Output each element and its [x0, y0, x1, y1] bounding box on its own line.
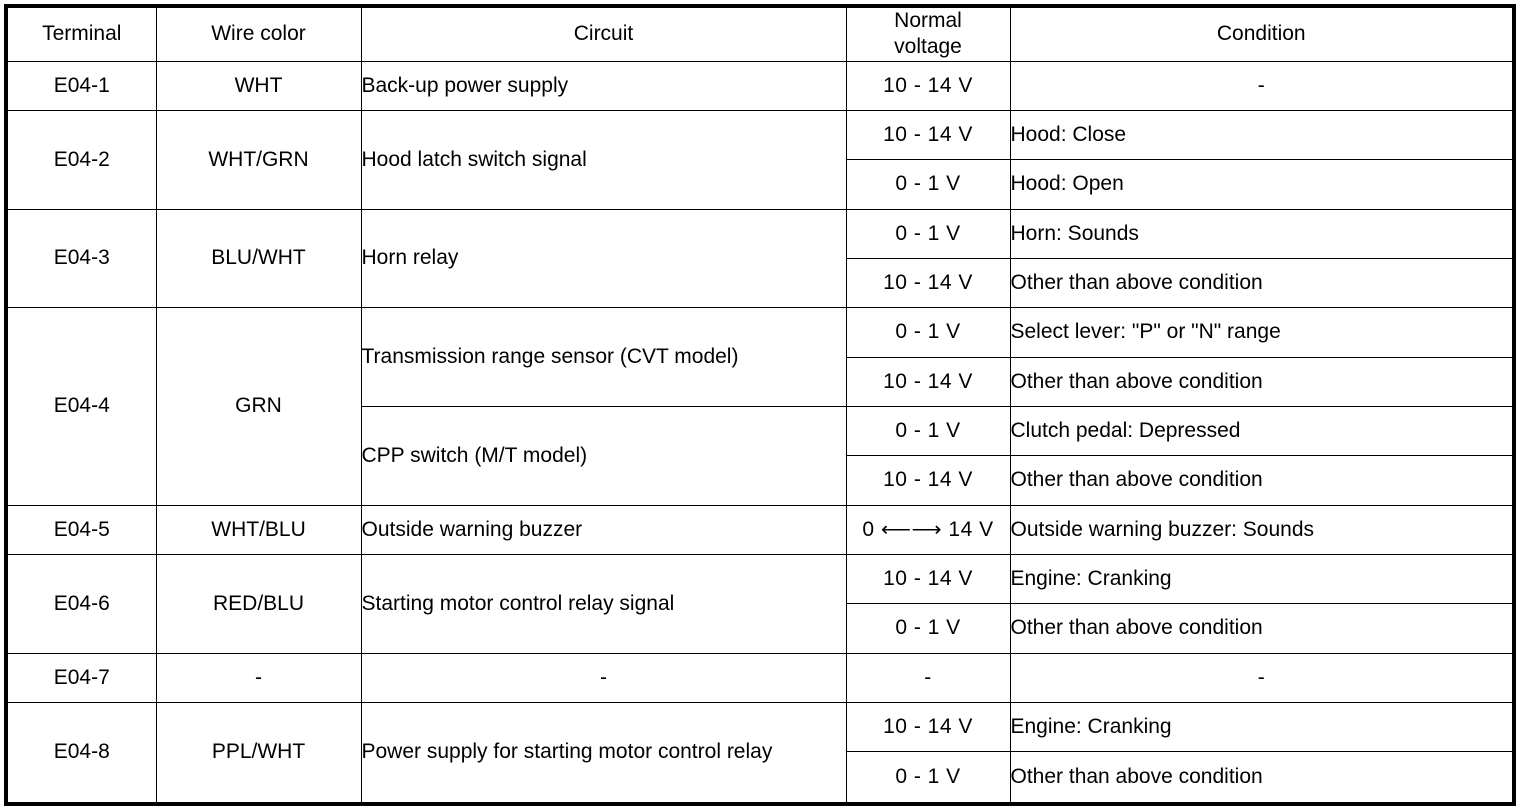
cell-condition: Hood: Close — [1009, 109, 1515, 161]
cell-wire-color: BLU/WHT — [155, 208, 362, 309]
voltage-value: 0 - 1 V — [895, 418, 961, 442]
cell-wire-color: WHT — [155, 60, 362, 111]
cell-condition: Select lever: "P" or "N" range — [1009, 307, 1515, 358]
cell-normal-voltage: 0 - 1 V — [845, 159, 1011, 210]
cell-wire-color: GRN — [155, 307, 362, 506]
cell-wire-color: WHT/BLU — [155, 504, 362, 555]
voltage-value: 10 - 14 V — [883, 369, 973, 393]
voltage-value: 10 - 14 V — [883, 270, 973, 294]
voltage-value: 10 - 14 V — [883, 566, 973, 590]
normal-voltage-line-1: Normal — [894, 9, 962, 32]
column-header-condition: Condition — [1009, 5, 1515, 62]
cell-wire-color: WHT/GRN — [155, 109, 362, 210]
cell-circuit: Starting motor control relay signal — [360, 553, 847, 654]
column-header-wire-color: Wire color — [155, 5, 362, 62]
voltage-value: 0 - 1 V — [895, 221, 961, 245]
cell-circuit: Back-up power supply — [360, 60, 847, 111]
cell-normal-voltage: 0 - 1 V — [845, 307, 1011, 358]
cell-condition: Other than above condition — [1009, 455, 1515, 506]
terminal-voltage-table: Terminal Wire color Circuit Normal volta… — [4, 4, 1516, 806]
cell-circuit: Hood latch switch signal — [360, 109, 847, 210]
voltage-value: 0 - 1 V — [895, 172, 961, 196]
table-row: 10 - 14 V Other than above condition — [6, 257, 1515, 309]
cell-normal-voltage: 0 - 1 V — [845, 751, 1011, 805]
cell-terminal: E04-5 — [5, 504, 157, 555]
cell-wire-color: - — [155, 652, 362, 703]
cell-normal-voltage: - — [845, 652, 1011, 703]
table-header: Terminal Wire color Circuit Normal volta… — [5, 5, 1515, 62]
voltage-value: 10 - 14 V — [883, 715, 973, 739]
column-header-terminal: Terminal — [5, 5, 157, 62]
table-row: CPP switch (M/T model) 0 - 1 V Clutch peda… — [6, 405, 1515, 506]
cell-condition: Other than above condition — [1009, 356, 1515, 407]
cell-condition: Horn: Sounds — [1009, 208, 1515, 259]
cell-normal-voltage: 10 - 14 V — [845, 455, 1011, 506]
cell-normal-voltage: 10 - 14 V — [845, 109, 1011, 161]
voltage-value: 10 - 14 V — [883, 468, 973, 492]
header-row: Terminal Wire color Circuit Normal volta… — [5, 5, 1515, 62]
cell-normal-voltage: 10 - 14 V — [845, 701, 1011, 753]
cell-terminal: E04-4 — [5, 307, 157, 506]
voltage-value: 10 - 14 V — [883, 73, 973, 97]
table-row: 10 - 14 V Other than above condition — [6, 455, 1515, 506]
cell-circuit: Outside warning buzzer — [360, 504, 847, 555]
cell-terminal: E04-8 — [5, 701, 157, 805]
table-row: E04-7---- — [5, 652, 1515, 703]
cell-condition: Clutch pedal: Depressed — [1009, 405, 1515, 457]
column-header-normal-voltage: Normal voltage — [845, 5, 1011, 62]
cell-circuit: CPP switch (M/T model) — [360, 405, 847, 506]
cell-condition: Hood: Open — [1009, 159, 1515, 210]
cell-condition: Outside warning buzzer: Sounds — [1009, 504, 1515, 555]
cell-circuit: Transmission range sensor (CVT model) — [360, 307, 847, 407]
cell-terminal: E04-7 — [5, 652, 157, 703]
cell-normal-voltage: 0 ⟵⟶ 14 V — [845, 504, 1011, 555]
table-row: 0 - 1 V Hood: Open — [6, 159, 1515, 210]
cell-normal-voltage: 0 - 1 V — [845, 208, 1011, 259]
cell-circuit: Horn relay — [360, 208, 847, 309]
voltage-value: - — [924, 665, 932, 689]
column-header-circuit: Circuit — [360, 5, 847, 62]
voltage-value: 0 - 1 V — [895, 765, 961, 789]
cell-normal-voltage: 10 - 14 V — [845, 60, 1011, 111]
cell-terminal: E04-3 — [5, 208, 157, 309]
cell-condition: Engine: Cranking — [1009, 701, 1515, 753]
voltage-value: 10 - 14 V — [883, 122, 973, 146]
cell-normal-voltage: 0 - 1 V — [845, 603, 1011, 654]
table-row: 10 - 14 V Other than above condition — [6, 356, 1515, 407]
cell-normal-voltage: 10 - 14 V — [845, 356, 1011, 407]
cell-circuit: Power supply for starting motor control … — [360, 701, 847, 805]
normal-voltage-line-2: voltage — [894, 35, 962, 59]
cell-circuit: - — [360, 652, 847, 703]
cell-normal-voltage: 0 - 1 V — [845, 405, 1011, 457]
voltage-value: 0 - 1 V — [895, 320, 961, 344]
cell-normal-voltage: 10 - 14 V — [845, 553, 1011, 605]
cell-terminal: E04-1 — [5, 60, 157, 111]
cell-condition: Other than above condition — [1009, 751, 1515, 805]
voltage-value: 0 ⟵⟶ 14 V — [862, 517, 994, 541]
cell-condition: Other than above condition — [1009, 603, 1515, 654]
cell-normal-voltage: 10 - 14 V — [845, 257, 1011, 309]
cell-wire-color: PPL/WHT — [155, 701, 362, 805]
table-row: 0 - 1 V Other than above condition — [6, 603, 1515, 654]
voltage-value: 0 - 1 V — [895, 616, 961, 640]
table-row: 0 - 1 V Other than above condition — [6, 751, 1515, 805]
cell-condition: Other than above condition — [1009, 257, 1515, 309]
cell-condition: - — [1009, 652, 1515, 703]
cell-condition: - — [1009, 60, 1515, 111]
cell-terminal: E04-6 — [5, 553, 157, 654]
cell-wire-color: RED/BLU — [155, 553, 362, 654]
cell-terminal: E04-2 — [5, 109, 157, 210]
cell-condition: Engine: Cranking — [1009, 553, 1515, 605]
